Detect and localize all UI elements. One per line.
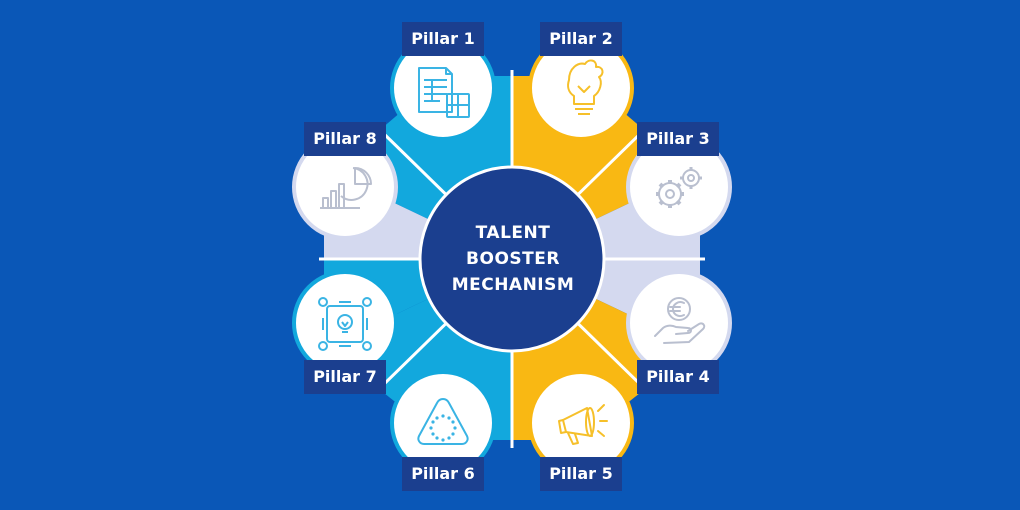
- lightbulb-network-icon: [318, 297, 372, 351]
- pillar-8-label: Pillar 8: [304, 122, 386, 156]
- pillar-circles: [292, 35, 732, 476]
- pillar-5-label: Pillar 5: [540, 457, 622, 491]
- center-circle: [418, 165, 606, 353]
- center-title-line-2: BOOSTER: [466, 249, 560, 269]
- gears-icon: [656, 167, 702, 208]
- center-title-line-3: MECHANISM: [451, 275, 575, 295]
- pillar-3-label: Pillar 3: [637, 122, 719, 156]
- puzzle-lightbulb-icon: [567, 59, 604, 115]
- circle-pillar-4: [626, 270, 732, 376]
- spreadsheet-calculator-icon: [418, 67, 470, 118]
- circle-pillar-7: [292, 270, 398, 376]
- pillar-7-label: Pillar 7: [304, 360, 386, 394]
- megaphone-icon: [558, 404, 608, 445]
- segment-pillar-3: [512, 164, 700, 259]
- pillar-1-label: Pillar 1: [402, 22, 484, 56]
- pillar-6-label: Pillar 6: [402, 457, 484, 491]
- chart-pie-icon: [320, 167, 372, 209]
- center-title-line-1: TALENT: [475, 223, 551, 243]
- euro-hand-icon: [654, 297, 706, 344]
- eu-stars-triangle-icon: [417, 398, 469, 445]
- center-title: TALENT BOOSTER MECHANISM: [422, 168, 604, 350]
- segment-pillar-8: [324, 164, 512, 259]
- pillar-4-label: Pillar 4: [637, 360, 719, 394]
- pillar-2-label: Pillar 2: [540, 22, 622, 56]
